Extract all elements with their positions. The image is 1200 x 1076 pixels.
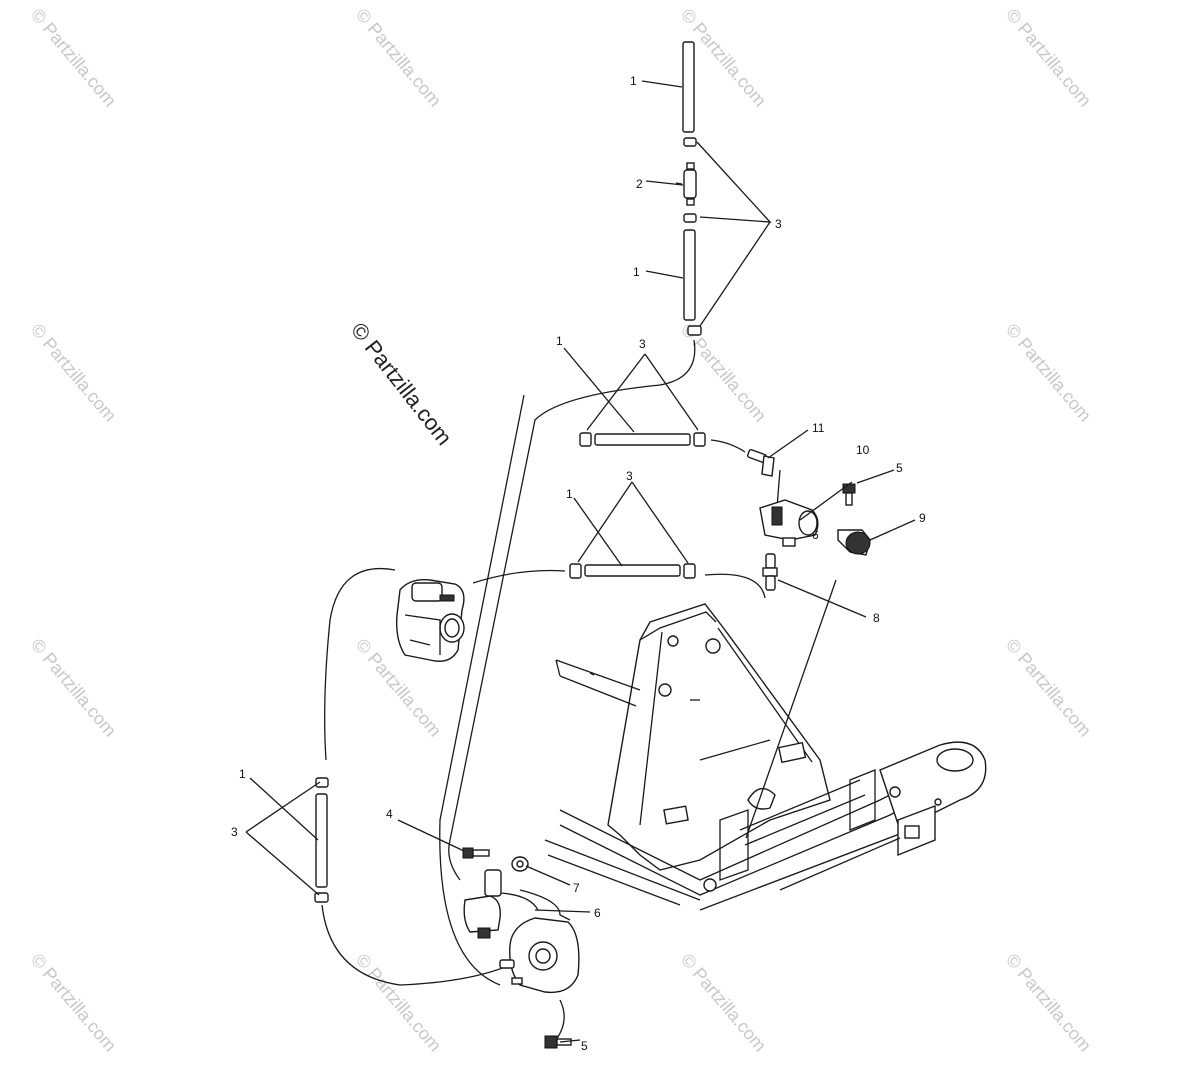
washer-7	[511, 856, 529, 872]
callout-number: 1	[630, 74, 637, 88]
fuel-lines	[321, 339, 837, 1041]
vehicle-frame	[544, 603, 987, 911]
watermark: © Partzilla.com	[1002, 5, 1095, 111]
watermark: © Partzilla.com	[677, 950, 770, 1056]
callout-number: 4	[386, 807, 393, 821]
elbow-fitting	[747, 449, 775, 477]
vacuum-valve	[463, 869, 502, 939]
watermark-grid: © Partzilla.com © Partzilla.com © Partzi…	[27, 5, 1095, 1056]
fuel-pump	[499, 917, 580, 994]
watermark: © Partzilla.com	[1002, 320, 1095, 426]
callout-number: 5	[581, 1039, 588, 1053]
watermark: © Partzilla.com	[27, 5, 120, 111]
watermark: © Partzilla.com	[27, 320, 120, 426]
watermark: © Partzilla.com	[352, 5, 445, 111]
left-vertical-hose	[314, 777, 329, 903]
leader-lines	[245, 80, 916, 1043]
callout-numbers: 1 2 3 1 1 3 11 10 5 9 1 3 6 8 1 3 4 7 6 …	[231, 74, 926, 1053]
fuel-solenoid	[759, 499, 819, 547]
callout-number: 6	[812, 528, 819, 542]
fitting-8	[762, 553, 778, 591]
callout-number: 3	[639, 337, 646, 351]
clamp-9	[837, 529, 871, 556]
upper-horizontal-hose	[579, 432, 706, 447]
callout-number: 10	[856, 443, 870, 457]
watermark-main: © Partzilla.com	[346, 318, 457, 450]
callout-number: 8	[873, 611, 880, 625]
callout-number: 1	[566, 487, 573, 501]
watermark: © Partzilla.com	[352, 950, 445, 1056]
lower-horizontal-hose	[569, 563, 696, 579]
callout-number: 5	[896, 461, 903, 475]
callout-number: 7	[573, 881, 580, 895]
callout-number: 3	[775, 217, 782, 231]
callout-number: 1	[633, 265, 640, 279]
bolt-4	[462, 847, 490, 859]
watermark: © Partzilla.com	[1002, 950, 1095, 1056]
callout-number: 9	[919, 511, 926, 525]
callout-number: 11	[812, 421, 825, 435]
watermark: © Partzilla.com	[27, 950, 120, 1056]
watermark: © Partzilla.com	[1002, 635, 1095, 741]
callout-number: 6	[594, 906, 601, 920]
top-hose-assembly	[682, 41, 702, 336]
callout-number: 3	[231, 825, 238, 839]
callout-number: 2	[636, 177, 643, 191]
callout-number: 3	[626, 469, 633, 483]
callout-number: 1	[556, 334, 563, 348]
watermark: © Partzilla.com	[27, 635, 120, 741]
carburetor	[395, 579, 465, 662]
callout-number: 1	[239, 767, 246, 781]
